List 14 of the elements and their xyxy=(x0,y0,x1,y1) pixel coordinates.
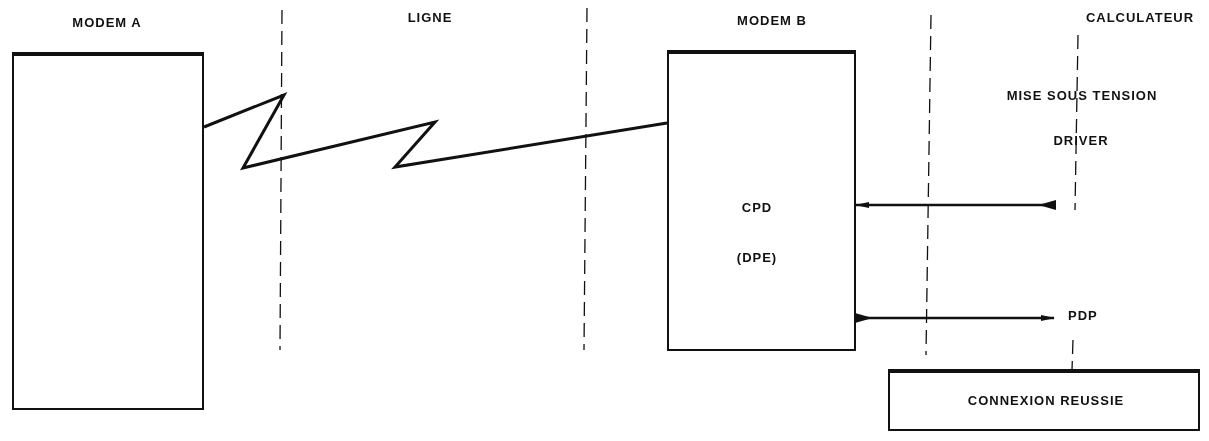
column-heading: LIGNE xyxy=(407,10,453,25)
column-heading: CALCULATEUR xyxy=(1085,10,1195,25)
arrow xyxy=(855,313,1055,323)
step-label: MISE SOUS TENSION xyxy=(1006,88,1158,103)
line-symbol xyxy=(203,92,668,171)
box-heading: MODEM A xyxy=(72,15,142,30)
box-heading: MODEM B xyxy=(737,13,807,28)
signal-name: CPD xyxy=(741,200,773,215)
signal-name: (DPE) xyxy=(736,250,778,265)
signal-name: PDP xyxy=(1068,308,1098,323)
box-text: CONNEXION REUSSIE xyxy=(967,393,1125,408)
status-box xyxy=(888,369,1200,431)
step-label: DRIVER xyxy=(1053,133,1109,148)
arrow xyxy=(855,200,1056,210)
